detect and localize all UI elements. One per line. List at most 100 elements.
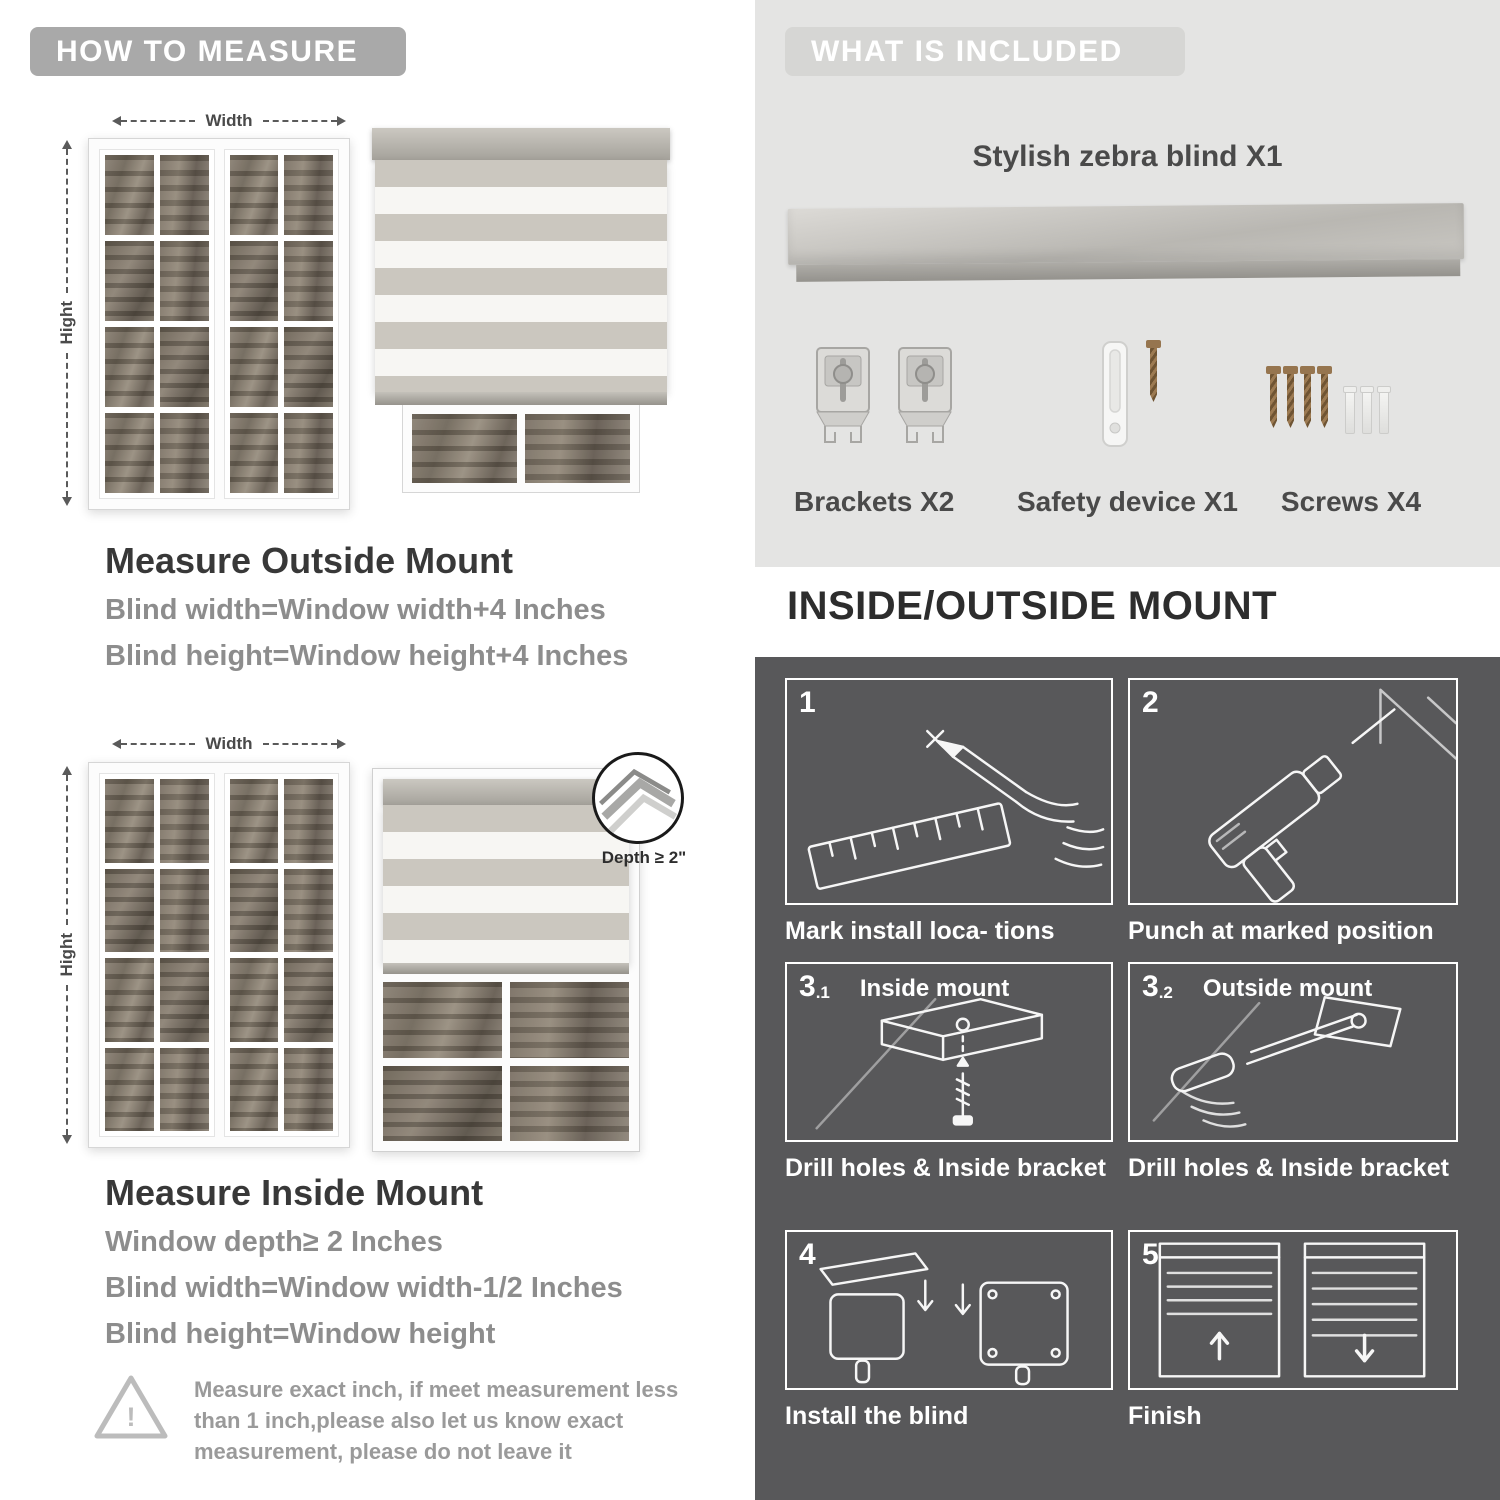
window-pane <box>284 868 333 952</box>
window-pane <box>284 413 333 493</box>
window-pane <box>229 327 279 407</box>
window-pane <box>159 1047 209 1131</box>
inside-mount-rule-2: Blind width=Window width-1/2 Inches <box>105 1272 623 1304</box>
step-1-panel: 1 <box>785 678 1113 905</box>
zebra-blind-headrail <box>787 203 1465 282</box>
outside-mount-rule-1: Blind width=Window width+4 Inches <box>105 594 606 626</box>
window-pane <box>383 1065 502 1141</box>
window-pane <box>159 155 209 235</box>
width-label: Width <box>205 111 253 130</box>
what-is-included-banner: WHAT IS INCLUDED <box>785 27 1185 76</box>
step-3-2-caption: Drill holes & Inside bracket <box>1128 1154 1449 1182</box>
outside-bracket-illustration <box>1152 996 1402 1128</box>
window-pane <box>229 155 279 235</box>
step-3-1-caption: Drill holes & Inside bracket <box>785 1154 1106 1182</box>
drill-illustration <box>1208 688 1456 903</box>
zebra-stripes <box>375 160 667 392</box>
height-dimension-arrow: Hight <box>56 140 78 506</box>
step-5-caption: Finish <box>1128 1402 1202 1430</box>
zebra-stripes <box>383 805 629 963</box>
screw-icon <box>1283 366 1298 428</box>
step-4-caption: Install the blind <box>785 1402 969 1430</box>
what-is-included-section: WHAT IS INCLUDED Stylish zebra blind X1 <box>755 0 1500 567</box>
safety-device-icon <box>1102 341 1128 447</box>
window-pane <box>159 868 209 952</box>
inside-mount-rule-3: Blind height=Window height <box>105 1318 496 1350</box>
safety-device-item <box>1093 340 1161 450</box>
width-dimension-arrow: Width <box>112 734 346 753</box>
measurement-note-text: Measure exact inch, if meet measurement … <box>194 1377 679 1465</box>
window-pane <box>105 868 154 952</box>
window-pane <box>105 779 154 863</box>
zebra-blind-inside-mount <box>372 768 640 1152</box>
wall-anchor-icon <box>1377 386 1391 434</box>
arrow-right-icon <box>337 116 346 126</box>
mark-locations-illustration <box>807 729 1105 890</box>
window-pane <box>105 241 154 321</box>
screw-icon <box>1266 366 1281 428</box>
window-pane <box>159 413 209 493</box>
wall-anchor-icon <box>1360 386 1374 434</box>
step-title: Outside mount <box>1202 975 1373 1002</box>
arrow-down-icon <box>62 497 72 506</box>
window-below-blind <box>401 405 641 493</box>
step-2-caption: Punch at marked position <box>1128 917 1434 945</box>
step-1-caption: Mark install loca- tions <box>785 917 1055 945</box>
step-number: 3 <box>799 970 816 1003</box>
window-photo-inside <box>88 762 350 1148</box>
window-pane <box>284 327 333 407</box>
window-pane <box>524 414 631 483</box>
window-pane <box>105 1047 154 1131</box>
window-sash <box>223 773 339 1137</box>
depth-zoom-callout <box>592 752 684 844</box>
install-blind-illustration <box>819 1252 1069 1386</box>
window-pane <box>510 982 629 1058</box>
outside-mount-heading: Measure Outside Mount <box>105 540 514 581</box>
screw-icon <box>1317 366 1332 428</box>
step-number: 1 <box>799 686 816 719</box>
inside-mount-heading: Measure Inside Mount <box>105 1172 484 1213</box>
window-pane <box>229 779 279 863</box>
window-pane <box>229 868 279 952</box>
window-pane <box>159 958 209 1042</box>
window-pane <box>411 414 517 483</box>
what-is-included-title: WHAT IS INCLUDED <box>811 34 1123 68</box>
brackets-item <box>811 344 957 448</box>
arrow-right-icon <box>337 739 346 749</box>
step-number: 3 <box>1142 970 1159 1003</box>
window-pane <box>229 1047 279 1131</box>
window-pane <box>229 958 279 1042</box>
step-2: 2 Punch at marked position <box>1128 678 1458 946</box>
window-pane <box>159 241 209 321</box>
step-2-panel: 2 <box>1128 678 1458 905</box>
screws-label: Screws X4 <box>1280 486 1422 517</box>
arrow-down-icon <box>62 1135 72 1144</box>
step-number: 2 <box>1142 686 1159 719</box>
step-3-2: 3 .2 Outside mount Drill holes & Inside … <box>1128 962 1458 1183</box>
brackets-label: Brackets X2 <box>794 486 955 517</box>
window-pane <box>510 1065 629 1141</box>
wall-anchor-icon <box>1343 386 1357 434</box>
step-3-1: 3 .1 Inside mount Drill holes & Insi <box>785 962 1113 1183</box>
step-title: Inside mount <box>859 975 1010 1002</box>
bracket-icon <box>898 347 952 443</box>
window-pane <box>229 413 279 493</box>
window-pane <box>284 779 333 863</box>
height-label: Hight <box>57 301 76 345</box>
window-pane <box>105 413 154 493</box>
window-pane <box>284 241 333 321</box>
blind-bottom-rail <box>383 963 629 974</box>
how-to-measure-title: HOW TO MEASURE <box>56 34 359 68</box>
window-pane <box>159 779 209 863</box>
finish-illustration <box>1158 1242 1426 1378</box>
inside-bracket-illustration <box>815 997 1044 1130</box>
step-number: 4 <box>799 1238 816 1271</box>
height-dimension-arrow: Hight <box>56 766 78 1144</box>
window-sash <box>223 149 339 499</box>
height-label: Hight <box>57 933 76 977</box>
window-pane <box>284 958 333 1042</box>
warning-triangle-icon: ! <box>92 1372 170 1442</box>
arrow-up-icon <box>62 766 72 775</box>
step-4: 4 Install the blind <box>785 1230 1113 1431</box>
